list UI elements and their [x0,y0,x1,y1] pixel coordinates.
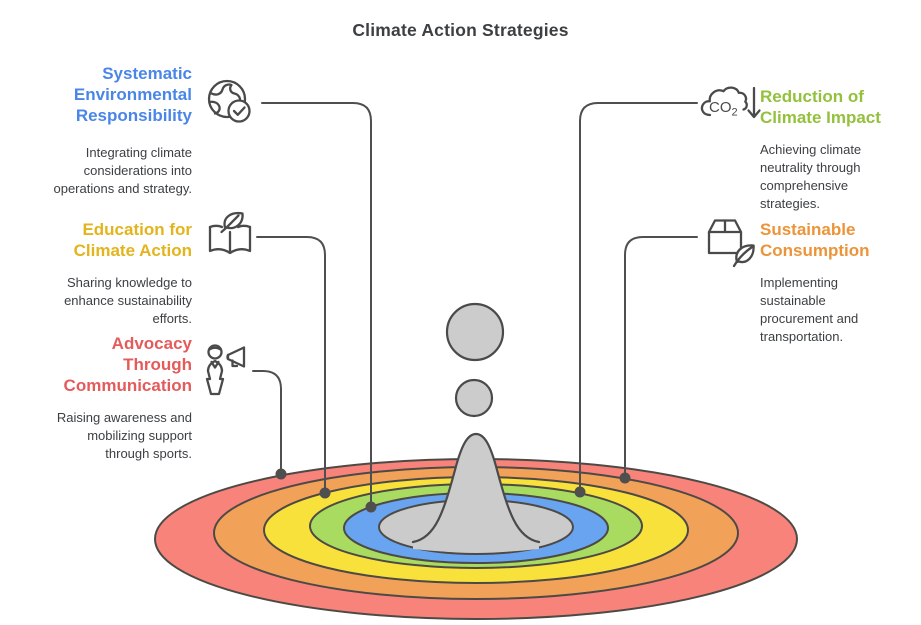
connector-education [256,236,326,494]
strategy-advocacy-title: Advocacy Through Communication [63,334,192,395]
strategy-sustainable: Sustainable Consumption Implementing sus… [760,219,875,346]
connectors [252,102,698,513]
water-splash [411,302,541,553]
splash-column-outline [411,432,541,544]
person-megaphone-icon [200,340,258,402]
splash-column-fill [413,434,539,553]
connector-advocacy [252,370,282,475]
connector-systematic [261,102,372,508]
falling-droplet-small [454,378,494,418]
connector-dot-sustainable [619,472,631,484]
connector-dot-systematic [365,501,377,513]
connector-sustainable [624,236,698,479]
strategy-reduction-title: Reduction of Climate Impact [760,87,881,127]
connector-reduction [579,102,698,493]
strategy-reduction: Reduction of Climate Impact Achieving cl… [760,86,881,213]
strategy-advocacy-desc: Raising awareness and mobilizing support… [56,410,192,461]
megaphone [226,346,246,368]
page-title: Climate Action Strategies [352,20,569,40]
connector-dot-reduction [574,486,586,498]
strategy-systematic: Systematic Environmental Responsibility … [42,63,192,198]
co2-reduction-icon: CO2 [698,82,762,142]
strategy-education-desc: Sharing knowledge to enhance sustainabil… [64,275,192,326]
strategy-systematic-title: Systematic Environmental Responsibility [73,64,192,125]
check-mark [232,106,246,116]
connector-dot-education [319,487,331,499]
strategy-advocacy: Advocacy Through Communication Raising a… [42,333,192,463]
strategy-systematic-desc: Integrating climate considerations into … [53,145,192,196]
globe-check-icon [202,75,260,133]
book-leaf-icon [204,210,260,268]
strategy-education: Education for Climate Action Sharing kno… [42,219,192,328]
falling-droplet-large [445,302,505,362]
strategy-sustainable-title: Sustainable Consumption [760,220,870,260]
connector-dot-advocacy [275,468,287,480]
package-leaf-icon [701,214,761,274]
strategy-sustainable-desc: Implementing sustainable procurement and… [760,275,859,344]
strategy-education-title: Education for Climate Action [73,220,192,260]
co2-label: CO2 [709,99,738,119]
strategy-reduction-desc: Achieving climate neutrality through com… [760,142,862,211]
